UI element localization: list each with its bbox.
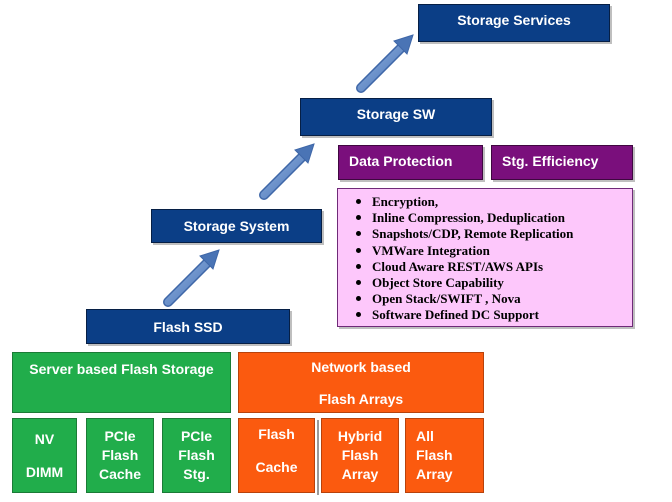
- feature-item: Object Store Capability: [352, 275, 624, 291]
- feature-item: Inline Compression, Deduplication: [352, 210, 624, 226]
- flash-cache-box: Flash Cache: [238, 418, 315, 493]
- divider-line: [317, 420, 319, 495]
- bullet-icon: [356, 247, 361, 253]
- flash-ssd-box: Flash SSD: [86, 309, 290, 344]
- bullet-icon: [356, 312, 361, 318]
- feature-item: Software Defined DC Support: [352, 307, 624, 323]
- storage-system-box: Storage System: [151, 209, 322, 243]
- stg-efficiency-box: Stg. Efficiency: [491, 145, 633, 180]
- storage-services-label: Storage Services: [457, 12, 571, 28]
- feature-item: Open Stack/SWIFT , Nova: [352, 291, 624, 307]
- feature-item: Snapshots/CDP, Remote Replication: [352, 226, 624, 242]
- nv-dimm-line1: NV: [34, 430, 55, 447]
- all-flash-array-line2: Flash: [416, 447, 453, 463]
- bullet-icon: [356, 231, 361, 237]
- hybrid-flash-array-line2: Flash: [341, 447, 379, 463]
- server-based-title: Server based Flash Storage: [29, 361, 214, 377]
- server-based-box: Server based Flash Storage: [12, 352, 231, 413]
- storage-sw-box: Storage SW: [300, 98, 492, 136]
- pcie-flash-stg-line1: PCIe: [180, 428, 213, 444]
- all-flash-array-line1: All: [416, 428, 434, 444]
- hybrid-flash-array-box: Hybrid Flash Array: [321, 418, 399, 493]
- pcie-flash-cache-line2: Flash: [101, 447, 139, 463]
- arrow-system-to-sw: [259, 143, 315, 200]
- pcie-flash-stg-line3: Stg.: [183, 466, 210, 482]
- nv-dimm-box: NV DIMM: [12, 418, 77, 493]
- hybrid-flash-array-line3: Array: [341, 466, 379, 482]
- network-based-title-line2: Flash Arrays: [318, 390, 404, 407]
- nv-dimm-line2: DIMM: [25, 463, 64, 480]
- feature-item: Encryption,: [352, 194, 624, 210]
- pcie-flash-cache-line1: PCIe: [104, 428, 136, 444]
- bullet-icon: [356, 263, 361, 269]
- all-flash-array-line3: Array: [416, 466, 453, 482]
- feature-item: Cloud Aware REST/AWS APIs: [352, 259, 624, 275]
- all-flash-array-box: All Flash Array: [405, 418, 484, 493]
- bullet-icon: [356, 280, 361, 286]
- arrow-sw-to-services: [356, 34, 414, 93]
- bullet-icon: [356, 215, 361, 221]
- network-based-box: Network based Flash Arrays: [238, 352, 484, 413]
- bullet-icon: [356, 199, 361, 204]
- storage-services-box: Storage Services: [418, 4, 610, 42]
- storage-system-label: Storage System: [183, 218, 290, 234]
- hybrid-flash-array-line1: Hybrid: [337, 428, 383, 444]
- data-protection-label: Data Protection: [349, 153, 453, 169]
- storage-sw-label: Storage SW: [356, 106, 436, 122]
- pcie-flash-cache-line3: Cache: [98, 466, 142, 482]
- features-box: Encryption, Inline Compression, Deduplic…: [337, 188, 633, 327]
- flash-ssd-label: Flash SSD: [153, 318, 223, 335]
- flash-cache-line1: Flash: [258, 426, 295, 442]
- flash-cache-line2: Cache: [255, 459, 298, 475]
- network-based-title-line1: Network based: [311, 358, 411, 375]
- data-protection-box: Data Protection: [338, 145, 483, 180]
- pcie-flash-cache-box: PCIe Flash Cache: [86, 418, 154, 493]
- pcie-flash-stg-box: PCIe Flash Stg.: [162, 418, 231, 493]
- bullet-icon: [356, 296, 361, 302]
- feature-item: VMWare Integration: [352, 243, 624, 259]
- arrow-ssd-to-system: [163, 249, 220, 307]
- stg-efficiency-label: Stg. Efficiency: [502, 153, 599, 169]
- pcie-flash-stg-line2: Flash: [178, 447, 215, 463]
- features-list: Encryption, Inline Compression, Deduplic…: [352, 194, 624, 324]
